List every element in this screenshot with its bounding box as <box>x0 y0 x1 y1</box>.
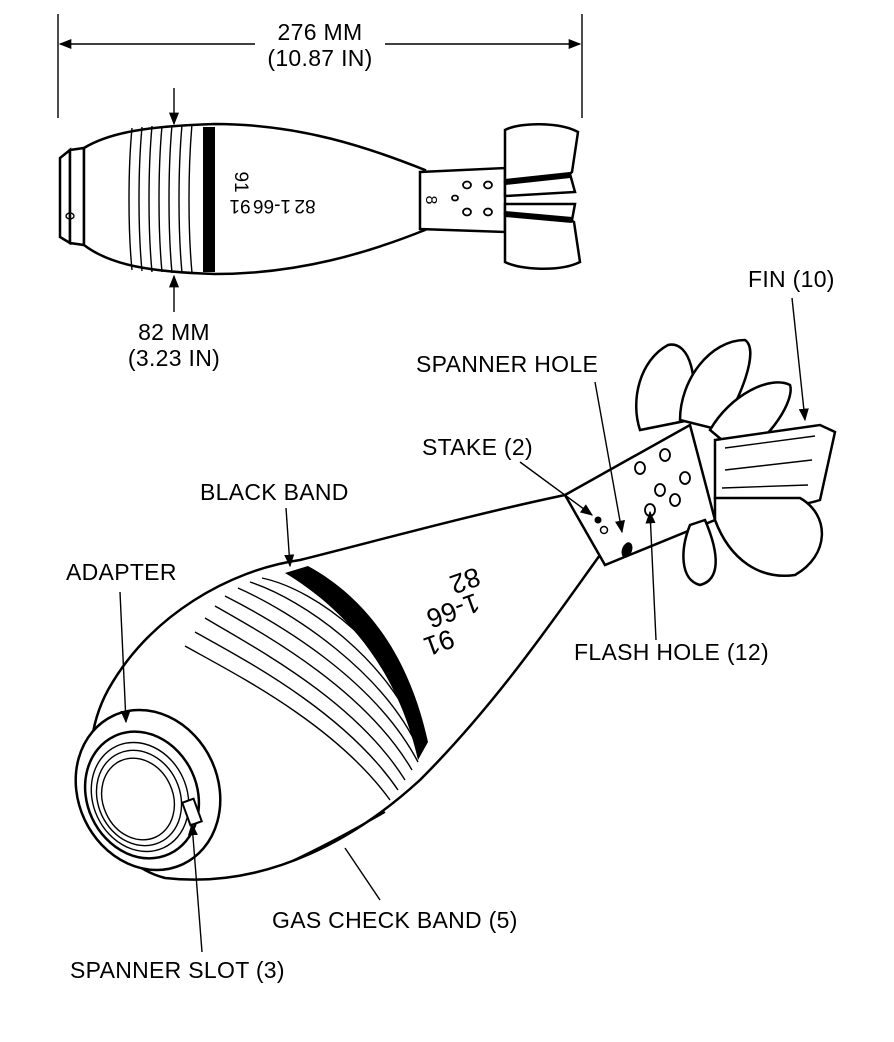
black-band-side <box>203 127 215 272</box>
stake-label: STAKE (2) <box>422 434 533 460</box>
spanner-slot-label: SPANNER SLOT (3) <box>70 957 285 983</box>
marking-91: 91 <box>230 171 251 192</box>
gas-check-band-label: GAS CHECK BAND (5) <box>272 907 518 933</box>
length-mm-label: 276 MM <box>278 19 363 45</box>
callouts: FIN (10) SPANNER HOLE STAKE (2) BLACK BA… <box>66 266 835 983</box>
perspective-view: 82 1-66 91 <box>74 338 837 881</box>
diameter-mm-label: 82 MM <box>138 319 210 345</box>
adapter-label: ADAPTER <box>66 559 177 585</box>
spanner-hole-label: SPANNER HOLE <box>416 351 598 377</box>
tail-mark: 8 <box>422 196 439 205</box>
black-band <box>285 566 428 760</box>
side-view: 276 MM (10.87 IN) 91 91 1-66 82 8 <box>57 14 583 371</box>
marking-91-side: 91 <box>229 195 250 216</box>
fin-label: FIN (10) <box>748 266 835 292</box>
length-in-label: (10.87 IN) <box>267 45 372 71</box>
marking-82-side: 82 <box>294 195 315 216</box>
diameter-in-label: (3.23 IN) <box>128 345 220 371</box>
black-band-label: BLACK BAND <box>200 479 349 505</box>
flash-hole-label: FLASH HOLE (12) <box>574 639 769 665</box>
marking-1-66-side: 1-66 <box>253 195 291 216</box>
